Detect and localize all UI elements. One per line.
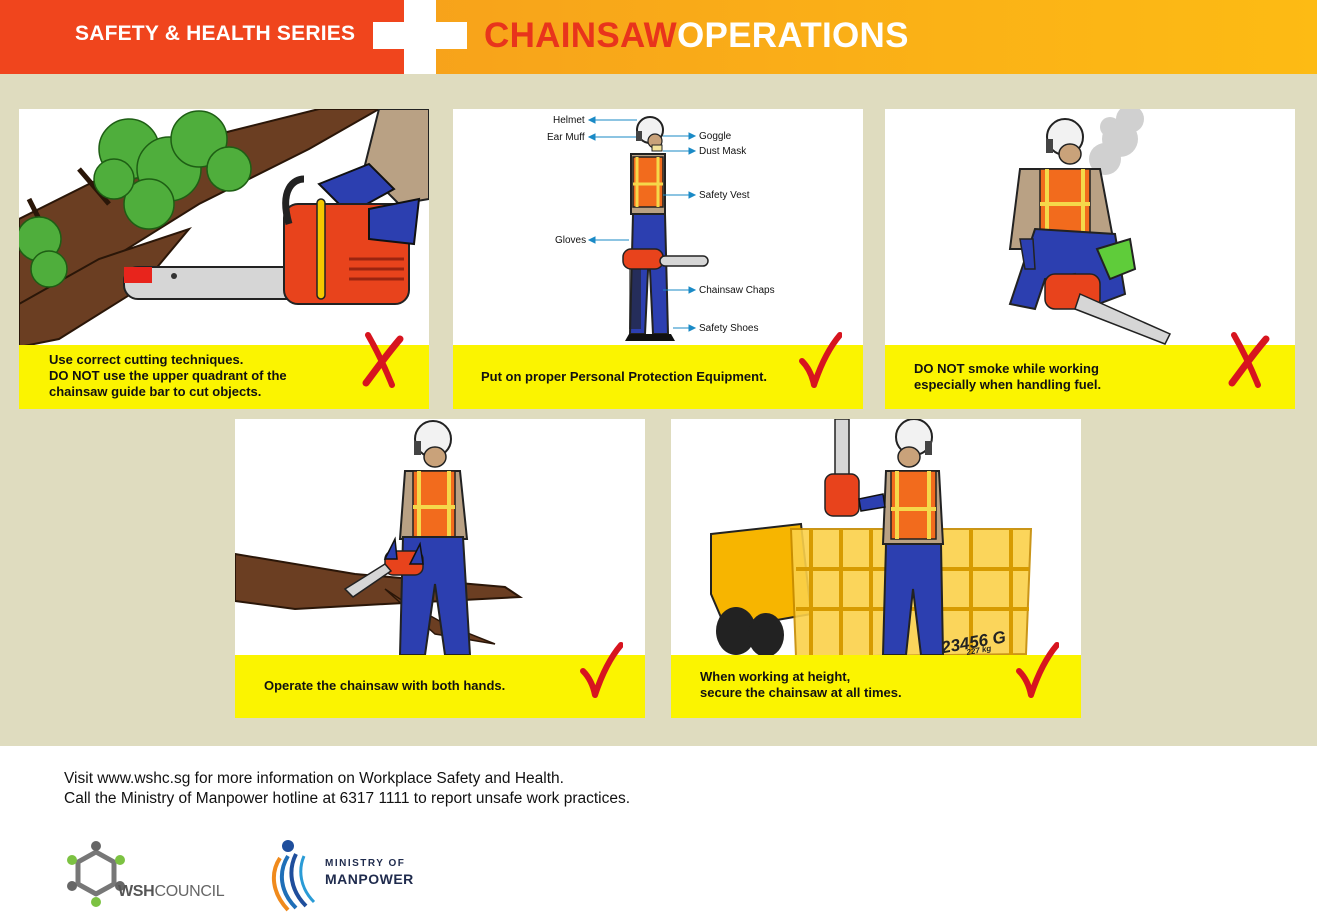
label-chainsaw-chaps: Chainsaw Chaps [699, 285, 775, 296]
label-helmet: Helmet [553, 115, 585, 126]
mom-wordmark-line2: MANPOWER [325, 871, 414, 887]
check-mark-icon [580, 642, 623, 698]
label-ear-muff: Ear Muff [547, 132, 585, 143]
label-safety-vest: Safety Vest [699, 190, 750, 201]
aerial-lift-illustration: 123456 G 227 kg [710, 419, 1033, 657]
caption-text: Put on proper Personal Protection Equipm… [481, 369, 768, 384]
header-banner: SAFETY & HEALTH SERIES CHAINSAWOPERATION… [0, 0, 1317, 74]
caption-text: DO NOT smoke while working especially wh… [914, 361, 1102, 392]
health-cross-icon [373, 0, 467, 74]
panel-working-at-height: 123456 G 227 kg When working at height, … [671, 419, 1081, 718]
footer-hotline-line: Call the Ministry of Manpower hotline at… [64, 790, 631, 807]
mom-swirl-icon [271, 840, 316, 912]
panel-no-smoking: DO NOT smoke while working especially wh… [885, 109, 1295, 409]
caption-text: When working at height, secure the chain… [700, 669, 902, 700]
wsh-hexagon-icon [67, 841, 125, 907]
title-chainsaw: CHAINSAW [484, 16, 677, 55]
panel-cutting-technique: Use correct cutting techniques. DO NOT u… [19, 109, 429, 409]
content-area: Use correct cutting techniques. DO NOT u… [0, 74, 1317, 746]
caption-bar: DO NOT smoke while working especially wh… [885, 332, 1295, 409]
mom-logo: MINISTRY OF MANPOWER [266, 838, 426, 914]
tree-branch-chainsaw-illustration [19, 109, 429, 347]
label-safety-shoes: Safety Shoes [699, 323, 758, 334]
page-title: CHAINSAWOPERATIONS [484, 16, 909, 56]
check-mark-icon [1016, 642, 1059, 698]
caption-bar: Operate the chainsaw with both hands. [235, 642, 645, 718]
ppe-worker-illustration: Helmet Ear Muff Goggle Dust Mask Safety … [547, 115, 775, 341]
label-dust-mask: Dust Mask [699, 146, 747, 157]
smoking-worker-illustration [1008, 109, 1172, 345]
cross-mark-icon [362, 332, 404, 388]
header-orange-block [404, 0, 1317, 74]
caption-text: Use correct cutting techniques. DO NOT u… [49, 352, 287, 399]
caption-bar: When working at height, secure the chain… [671, 642, 1081, 718]
two-hand-operation-illustration [235, 420, 524, 655]
caption-bar: Use correct cutting techniques. DO NOT u… [19, 332, 429, 409]
label-goggle: Goggle [699, 131, 732, 142]
mom-wordmark-line1: MINISTRY OF [325, 858, 406, 869]
footer-website-line: Visit www.wshc.sg for more information o… [64, 770, 564, 787]
panel-both-hands: Operate the chainsaw with both hands. [235, 419, 645, 718]
panel-ppe: Helmet Ear Muff Goggle Dust Mask Safety … [453, 109, 863, 409]
wsh-council-wordmark: WSHCOUNCIL [118, 883, 225, 900]
check-mark-icon [799, 332, 842, 388]
wsh-council-logo: WSHCOUNCIL [64, 838, 234, 910]
cross-mark-icon [1228, 332, 1270, 388]
title-operations: OPERATIONS [676, 16, 909, 55]
series-title: SAFETY & HEALTH SERIES [75, 22, 356, 45]
caption-text: Operate the chainsaw with both hands. [264, 678, 506, 693]
header-red-block [0, 0, 404, 74]
caption-bar: Put on proper Personal Protection Equipm… [453, 332, 863, 409]
footer-info: Visit www.wshc.sg for more information o… [64, 769, 630, 809]
lift-load-label: 227 kg [965, 644, 992, 657]
label-gloves: Gloves [555, 235, 586, 246]
